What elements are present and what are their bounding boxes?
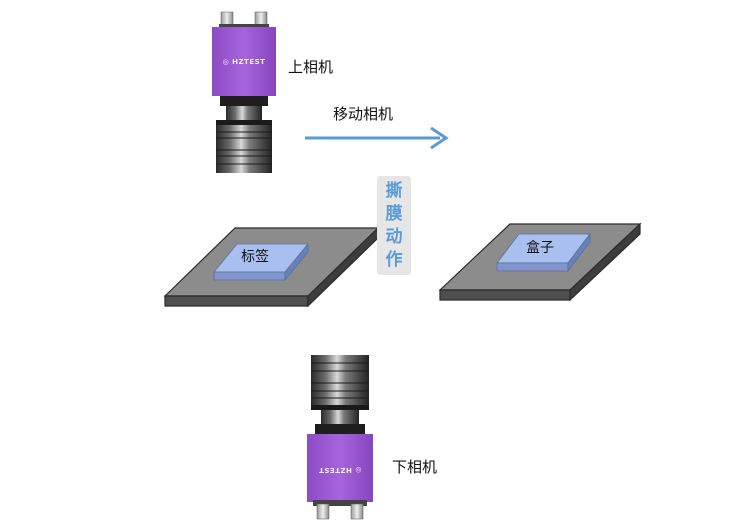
peel-action-char: 撕 [385,181,403,201]
move-camera-label: 移动相机 [333,105,394,123]
top-camera: ◎ HZTEST [212,11,276,173]
label-item-text: 标签 [241,249,269,265]
bottom-camera-label: 下相机 [392,458,438,476]
bottom-camera-lens [311,355,369,434]
move-arrow [305,126,449,150]
bottom-camera-connectors [313,500,367,520]
top-camera-lens [216,96,272,173]
label-pad [213,242,309,282]
peel-action-char: 膜 [385,204,403,224]
top-camera-body [212,27,276,96]
bottom-camera-brand: ◎ HZTEST [319,466,362,474]
box-item-text: 盒子 [526,240,554,256]
top-camera-brand: ◎ HZTEST [223,58,266,66]
peel-action-char: 动 [385,227,403,247]
bottom-camera-body [307,434,373,502]
peel-action-char: 作 [385,250,403,270]
top-camera-label: 上相机 [288,58,334,76]
bottom-camera: ◎ HZTEST [307,355,373,520]
box-pad [496,232,591,273]
peel-action-label: 撕 膜 动 作 [377,176,411,275]
